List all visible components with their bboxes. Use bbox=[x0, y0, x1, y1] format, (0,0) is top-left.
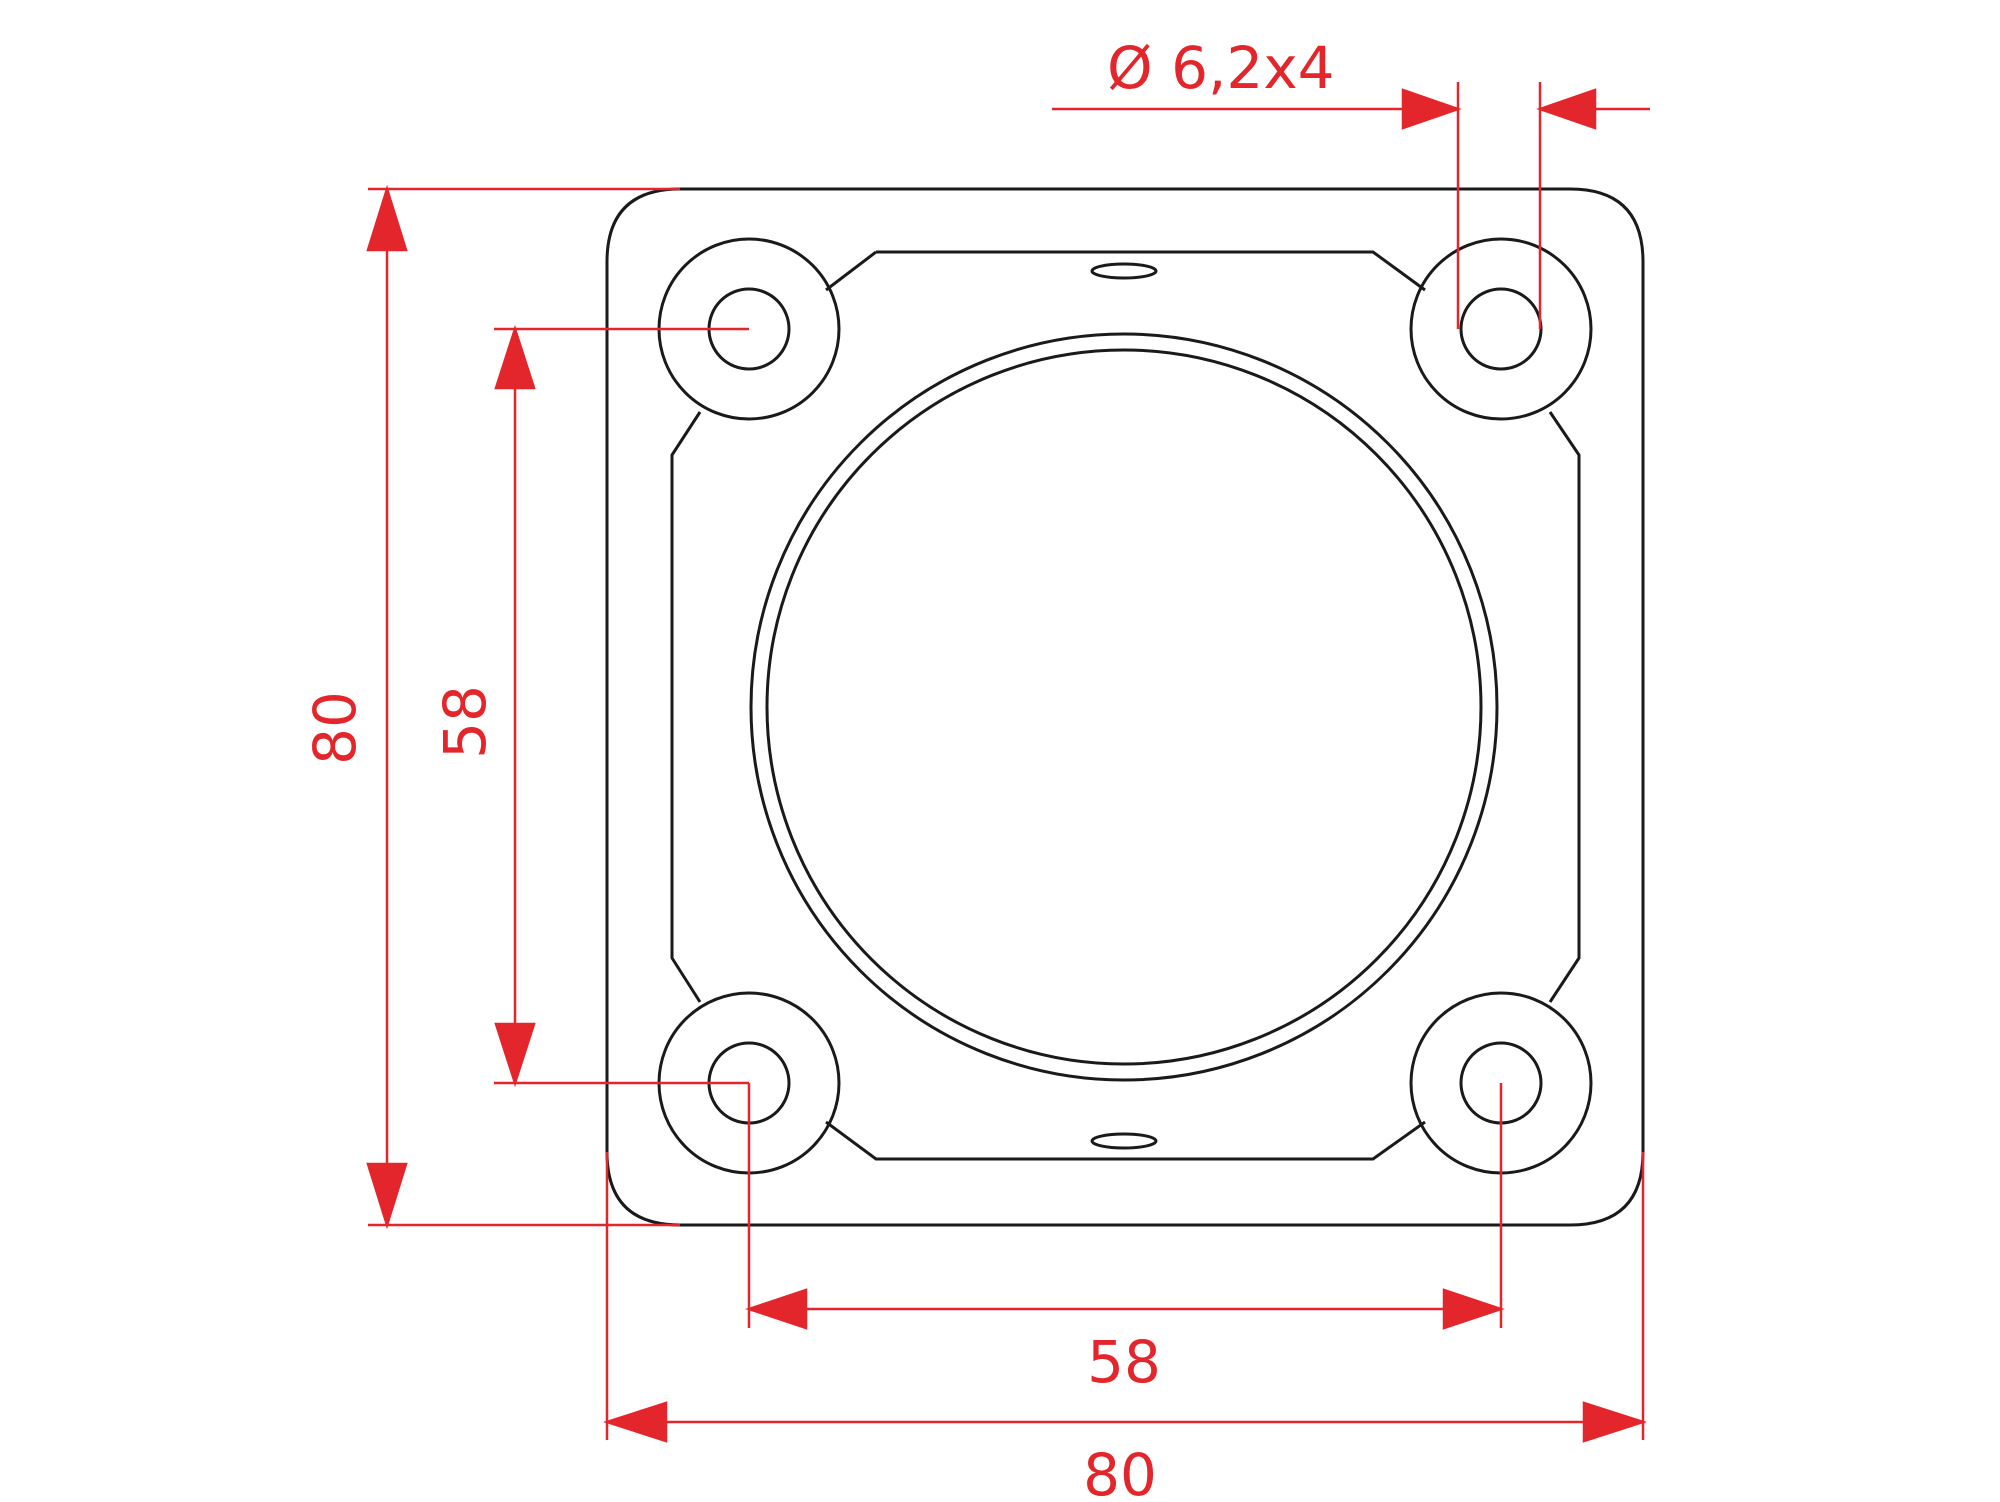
central-opening-outer bbox=[749, 332, 1499, 1082]
outer-plate bbox=[605, 187, 1645, 1227]
slot-bottom bbox=[1090, 1132, 1158, 1150]
slot-top bbox=[1090, 262, 1158, 280]
central-opening-inner bbox=[765, 348, 1483, 1066]
vertical-spacing-label: 58 bbox=[431, 685, 499, 759]
horizontal-spacing-label: 58 bbox=[1087, 1328, 1161, 1396]
hole-boss-top-right bbox=[1409, 237, 1593, 421]
part-outline bbox=[605, 187, 1645, 1227]
hole-diameter-label: Ø 6,2x4 bbox=[1107, 34, 1335, 102]
outer-height-label: 80 bbox=[301, 691, 369, 765]
dimension-lines bbox=[366, 82, 1650, 1443]
hole-top-right bbox=[1459, 287, 1543, 371]
inner-recess bbox=[670, 250, 1581, 1161]
outer-width-label: 80 bbox=[1083, 1441, 1157, 1502]
